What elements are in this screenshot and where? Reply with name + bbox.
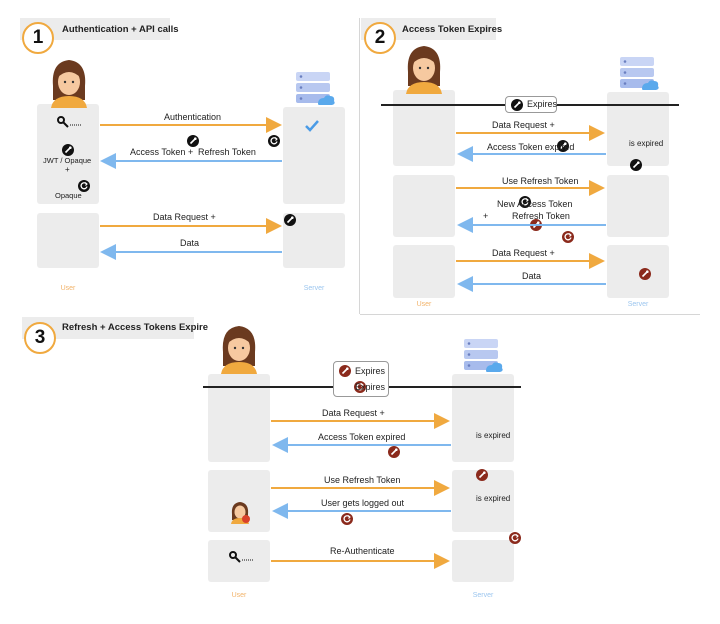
server-lane-3c bbox=[452, 540, 514, 582]
server-icon bbox=[296, 72, 335, 105]
panel-2-number: 2 bbox=[364, 22, 396, 54]
reauth-label: Re-Authenticate bbox=[330, 546, 395, 556]
panel-3-title-bar bbox=[22, 317, 194, 339]
use-refresh-label: Use Refresh Token bbox=[502, 176, 579, 186]
user-lane-3a bbox=[208, 374, 270, 462]
server-lane-3a bbox=[452, 374, 514, 462]
access-token-icon-dr bbox=[283, 213, 296, 226]
user-lane-2b bbox=[393, 175, 455, 237]
panel-3-number: 3 bbox=[24, 322, 56, 354]
expires-label: Expires bbox=[527, 99, 558, 109]
panel-1-number: 1 bbox=[22, 22, 54, 54]
data-label: Data bbox=[522, 271, 542, 281]
checkmark-icon bbox=[305, 120, 319, 132]
refresh-token-icon-use bbox=[340, 512, 353, 525]
authentication-label: Authentication bbox=[164, 112, 222, 122]
access-token-icon bbox=[62, 143, 74, 156]
is-expired-label-2: is expired bbox=[476, 494, 511, 503]
server-icon bbox=[464, 339, 503, 372]
panel-2-title: Access Token Expires bbox=[402, 24, 503, 35]
user-foot-label: User bbox=[60, 285, 76, 292]
refresh-token-label: Refresh Token bbox=[198, 147, 256, 157]
panel-1-title-bar bbox=[20, 18, 170, 40]
user-avatar bbox=[406, 46, 442, 94]
logged-out-label: User gets logged out bbox=[321, 498, 405, 508]
access-token-icon-dr bbox=[557, 139, 569, 152]
panel-divider-horizontal bbox=[360, 314, 700, 315]
expires-box: Expires bbox=[505, 96, 557, 113]
refresh-token-icon-srv bbox=[509, 531, 522, 544]
is-expired-label: is expired bbox=[629, 139, 664, 148]
access-token-label: Access Token bbox=[130, 147, 186, 157]
user-foot-label: User bbox=[416, 301, 432, 308]
panel-2: 2 Access Token Expires Expires Data Requ… bbox=[0, 18, 720, 308]
refresh-token-icon-new bbox=[561, 230, 574, 243]
user-jwt-label: JWT / Opaque bbox=[43, 156, 92, 165]
server-foot-label: Server bbox=[472, 592, 494, 599]
access-token-expired-label: Access Token expired bbox=[318, 432, 406, 442]
server-lane-2c bbox=[607, 245, 669, 298]
access-token-icon-dr2 bbox=[639, 267, 652, 280]
access-token-icon-msg bbox=[186, 134, 199, 147]
key-icon-shape bbox=[57, 116, 82, 128]
access-token-icon-exp bbox=[511, 98, 523, 111]
refresh-token-icon-exp bbox=[353, 381, 366, 393]
refresh-token-icon-msg bbox=[268, 134, 281, 147]
panel-3: 3 Refresh + Access Tokens Expire Expires… bbox=[0, 36, 720, 599]
user-lane-1b bbox=[37, 213, 99, 268]
key-icon bbox=[229, 551, 254, 563]
data-label: Data bbox=[180, 238, 200, 248]
server-foot-label: Server bbox=[303, 285, 325, 292]
refresh-token-icon-use bbox=[518, 195, 531, 208]
user-avatar bbox=[51, 60, 87, 108]
is-expired-label-1: is expired bbox=[476, 431, 511, 440]
server-lane-2b bbox=[607, 175, 669, 237]
data-request-label: Data Request + bbox=[322, 408, 385, 418]
use-refresh-label: Use Refresh Token bbox=[324, 475, 401, 485]
new-access-label: New Access Token bbox=[497, 199, 573, 209]
access-token-icon-srv bbox=[630, 158, 643, 171]
data-request-label-2: Data Request + bbox=[492, 248, 555, 258]
expires-label-1: Expires bbox=[355, 366, 386, 376]
access-token-icon-dr bbox=[388, 445, 400, 458]
user-avatar bbox=[221, 326, 257, 374]
data-request-label: Data Request + bbox=[492, 120, 555, 130]
panel-3-title: Refresh + Access Tokens Expire bbox=[62, 322, 209, 333]
panel-1: 1 Authentication + API calls JWT / Opaqu… bbox=[0, 0, 720, 292]
user-lane-2c bbox=[393, 245, 455, 298]
logout-avatar bbox=[231, 502, 250, 524]
access-token-icon-exp bbox=[339, 365, 351, 377]
expires-box: Expires Expires bbox=[333, 361, 389, 397]
plus-label: + bbox=[188, 147, 194, 157]
refresh-token-icon bbox=[78, 179, 91, 192]
user-foot-label: User bbox=[231, 592, 247, 599]
server-foot-label: Server bbox=[627, 301, 649, 308]
panel-divider-vertical bbox=[359, 18, 360, 314]
plus-label: + bbox=[483, 211, 489, 221]
access-token-icon-srv bbox=[476, 468, 489, 481]
refresh-token-label: Refresh Token bbox=[512, 211, 570, 221]
user-lane-2a bbox=[393, 90, 455, 166]
expires-label-2: Expires bbox=[355, 382, 386, 392]
server-lane-1a bbox=[283, 107, 345, 204]
data-request-label: Data Request + bbox=[153, 212, 216, 222]
access-token-expired-label: Access Token expired bbox=[487, 142, 575, 152]
user-opaque-label: Opaque bbox=[55, 191, 82, 200]
server-icon bbox=[620, 57, 659, 90]
panel-1-title: Authentication + API calls bbox=[62, 24, 179, 35]
user-plus-label: + bbox=[65, 165, 70, 174]
